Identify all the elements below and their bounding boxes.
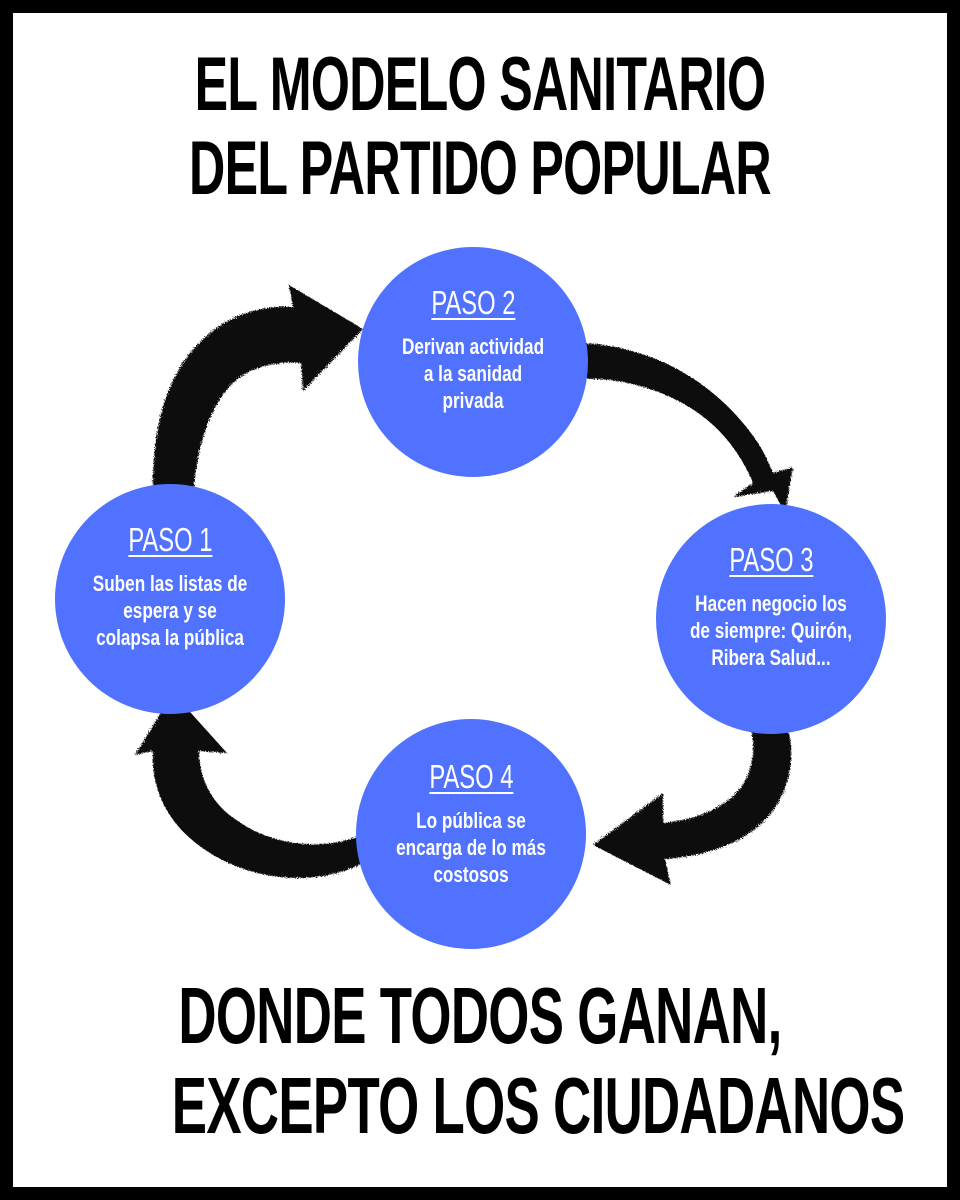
step-4-line-2: encarga de lo más — [396, 835, 546, 860]
step-3-text: Hacen negocio los de siempre: Quirón, Ri… — [681, 590, 860, 671]
cycle-diagram: PASO 1 Suben las listas de espera y se c… — [13, 13, 947, 1187]
footer-line-2: EXCEPTO LOS CIUDADANOS — [171, 1061, 905, 1150]
step-1-line-3: colapsa la pública — [96, 625, 244, 650]
step-1-line-2: espera y se — [123, 598, 217, 623]
step-1-text: Suben las listas de espera y se colapsa … — [80, 570, 259, 651]
step-2-line-2: a la sanidad — [423, 361, 523, 386]
curved-arrow-icon — [135, 693, 363, 878]
step-4-line-3: costosos — [433, 862, 509, 887]
footer-line-1: DONDE TODOS GANAN, — [178, 971, 782, 1060]
step-2-label: PASO 2 — [430, 284, 516, 321]
step-1-circle: PASO 1 Suben las listas de espera y se c… — [55, 484, 285, 714]
step-3-line-2: de siempre: Quirón, — [689, 618, 853, 643]
step-2-text: Derivan actividad a la sanidad privada — [383, 333, 562, 414]
step-3-line-3: Ribera Salud... — [711, 645, 831, 670]
curved-arrow-icon — [593, 685, 792, 885]
title-line-1: EL MODELO SANITARIO — [194, 42, 766, 127]
cycle-arrows — [135, 285, 793, 885]
step-4-label: PASO 4 — [428, 758, 514, 795]
step-3-circle: PASO 3 Hacen negocio los de siempre: Qui… — [656, 504, 886, 734]
poster-footer: DONDE TODOS GANAN, EXCEPTO LOS CIUDADANO… — [13, 971, 947, 1151]
step-4-circle: PASO 4 Lo pública se encarga de lo más c… — [356, 719, 586, 949]
step-1-label: PASO 1 — [127, 521, 213, 558]
poster-title: EL MODELO SANITARIO DEL PARTIDO POPULAR — [13, 43, 947, 211]
step-2-line-3: privada — [442, 388, 504, 413]
curved-arrow-icon — [152, 285, 363, 505]
step-2-circle: PASO 2 Derivan actividad a la sanidad pr… — [358, 247, 588, 477]
step-4-line-1: Lo pública se — [416, 808, 526, 833]
step-4-text: Lo pública se encarga de lo más costosos — [381, 807, 560, 888]
curved-arrow-icon — [573, 343, 793, 513]
title-line-2: DEL PARTIDO POPULAR — [189, 126, 772, 211]
poster: EL MODELO SANITARIO DEL PARTIDO POPULAR — [13, 13, 947, 1187]
step-2-line-1: Derivan actividad — [401, 334, 545, 359]
step-1-line-1: Suben las listas de — [92, 571, 248, 596]
step-3-line-1: Hacen negocio los — [695, 591, 847, 616]
step-3-label: PASO 3 — [728, 541, 814, 578]
